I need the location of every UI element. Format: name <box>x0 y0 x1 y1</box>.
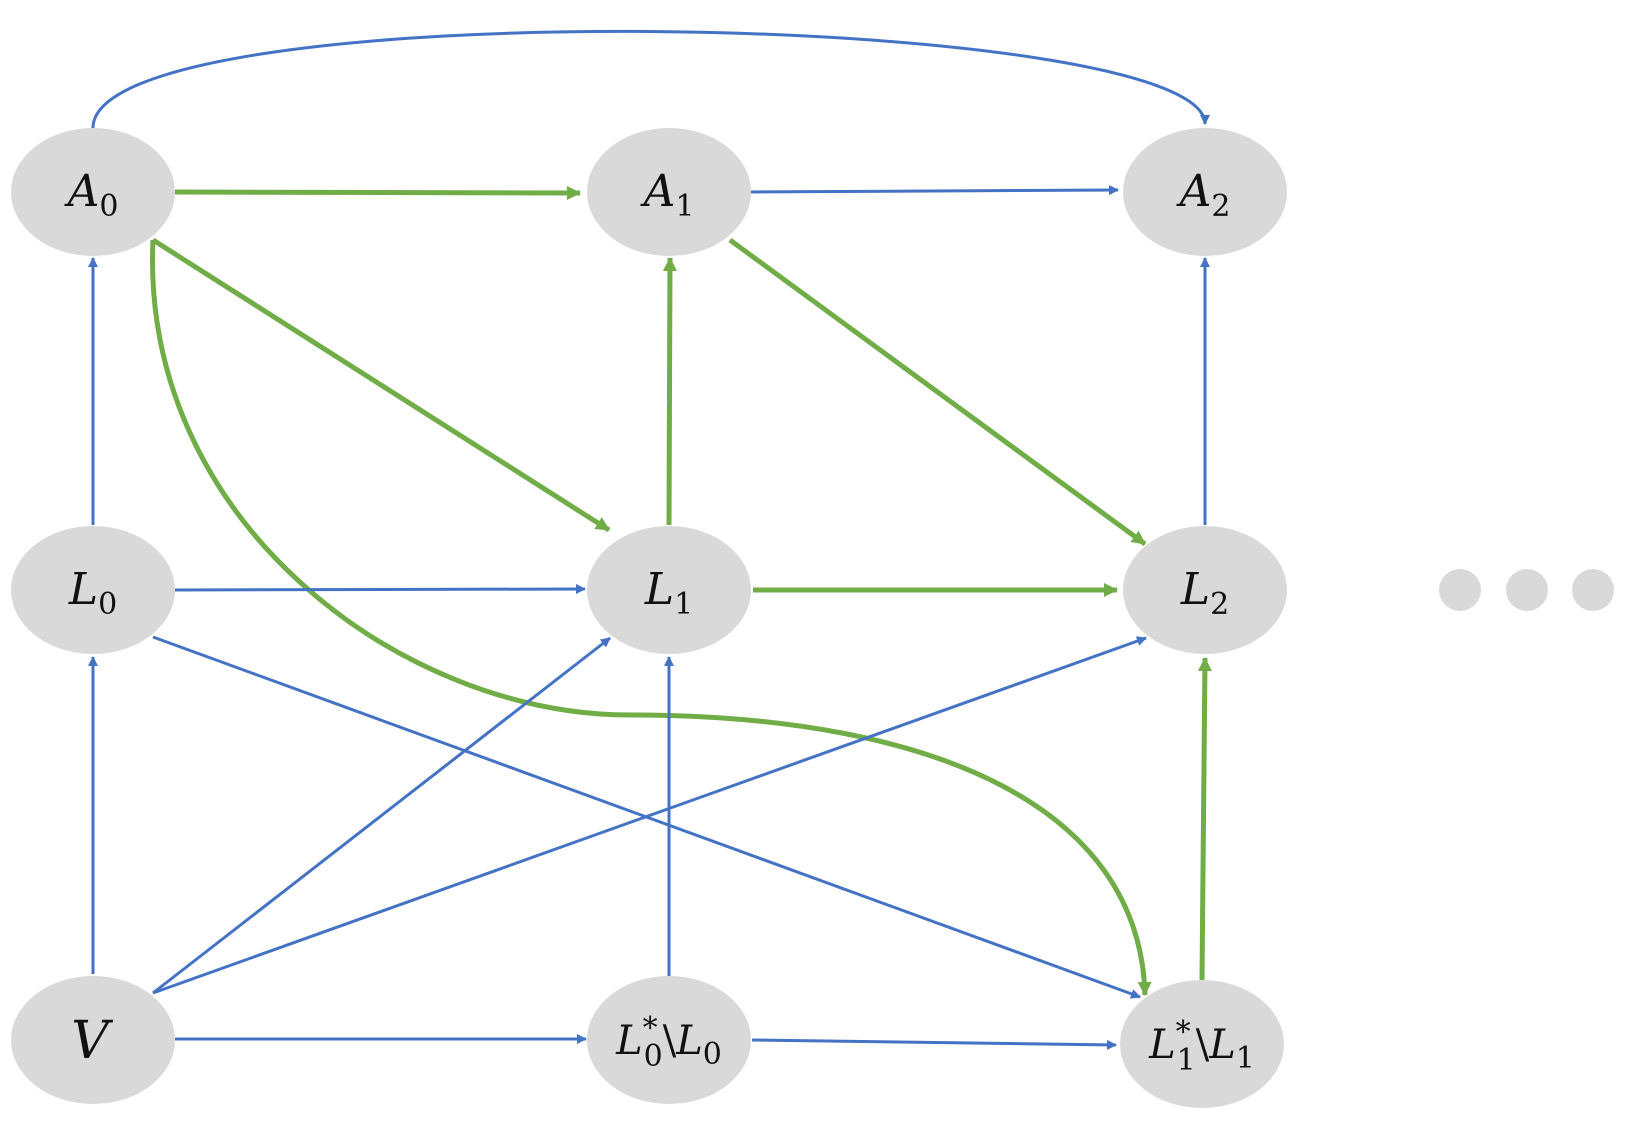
edge-a1-a2 <box>749 185 1119 196</box>
edges <box>88 29 1212 1050</box>
node-l2-label: L2 <box>1180 564 1229 622</box>
edge-v-l1 <box>152 636 611 995</box>
edge-l1-a1 <box>662 257 677 526</box>
node-l1-star-minus-l1: L*1\L1 <box>1120 980 1284 1108</box>
node-l0: L0 <box>11 526 175 654</box>
edge-l0-l1 <box>174 584 586 595</box>
node-v: V <box>11 976 175 1104</box>
edge-v-l2 <box>152 636 1147 995</box>
edge-a0-l1 <box>151 237 611 533</box>
nodes: A0 A1 A2 L0 L1 L2 V <box>11 128 1287 1108</box>
node-l2: L2 <box>1123 526 1287 654</box>
edge-a0-a2 <box>91 29 1210 129</box>
node-v-label: V <box>71 1011 113 1071</box>
ellipsis-dot <box>1439 569 1481 611</box>
edge-a0-ls1 <box>150 239 1152 996</box>
node-l0-label: L0 <box>68 564 117 622</box>
node-a1: A1 <box>587 128 751 256</box>
node-a2-label: A2 <box>1176 166 1231 224</box>
edge-a1-l2 <box>728 237 1147 547</box>
edge-a0-a1 <box>174 185 581 200</box>
ellipsis-dot <box>1572 569 1614 611</box>
node-a2: A2 <box>1123 128 1287 256</box>
node-a0-label: A0 <box>64 166 119 224</box>
continuation-ellipsis <box>1439 569 1614 611</box>
node-a0: A0 <box>11 128 175 256</box>
node-l0-star-minus-l0-label: L*0\L0 <box>615 1011 722 1074</box>
edge-ls1-l2 <box>1197 657 1212 981</box>
node-l1-label: L1 <box>644 564 693 622</box>
node-a1-label: A1 <box>640 166 695 224</box>
ellipsis-dot <box>1506 569 1548 611</box>
node-l1: L1 <box>587 526 751 654</box>
node-l1-star-minus-l1-label: L*1\L1 <box>1148 1015 1255 1078</box>
node-l0-star-minus-l0: L*0\L0 <box>587 976 751 1104</box>
edge-ls0-ls1 <box>751 1038 1117 1050</box>
